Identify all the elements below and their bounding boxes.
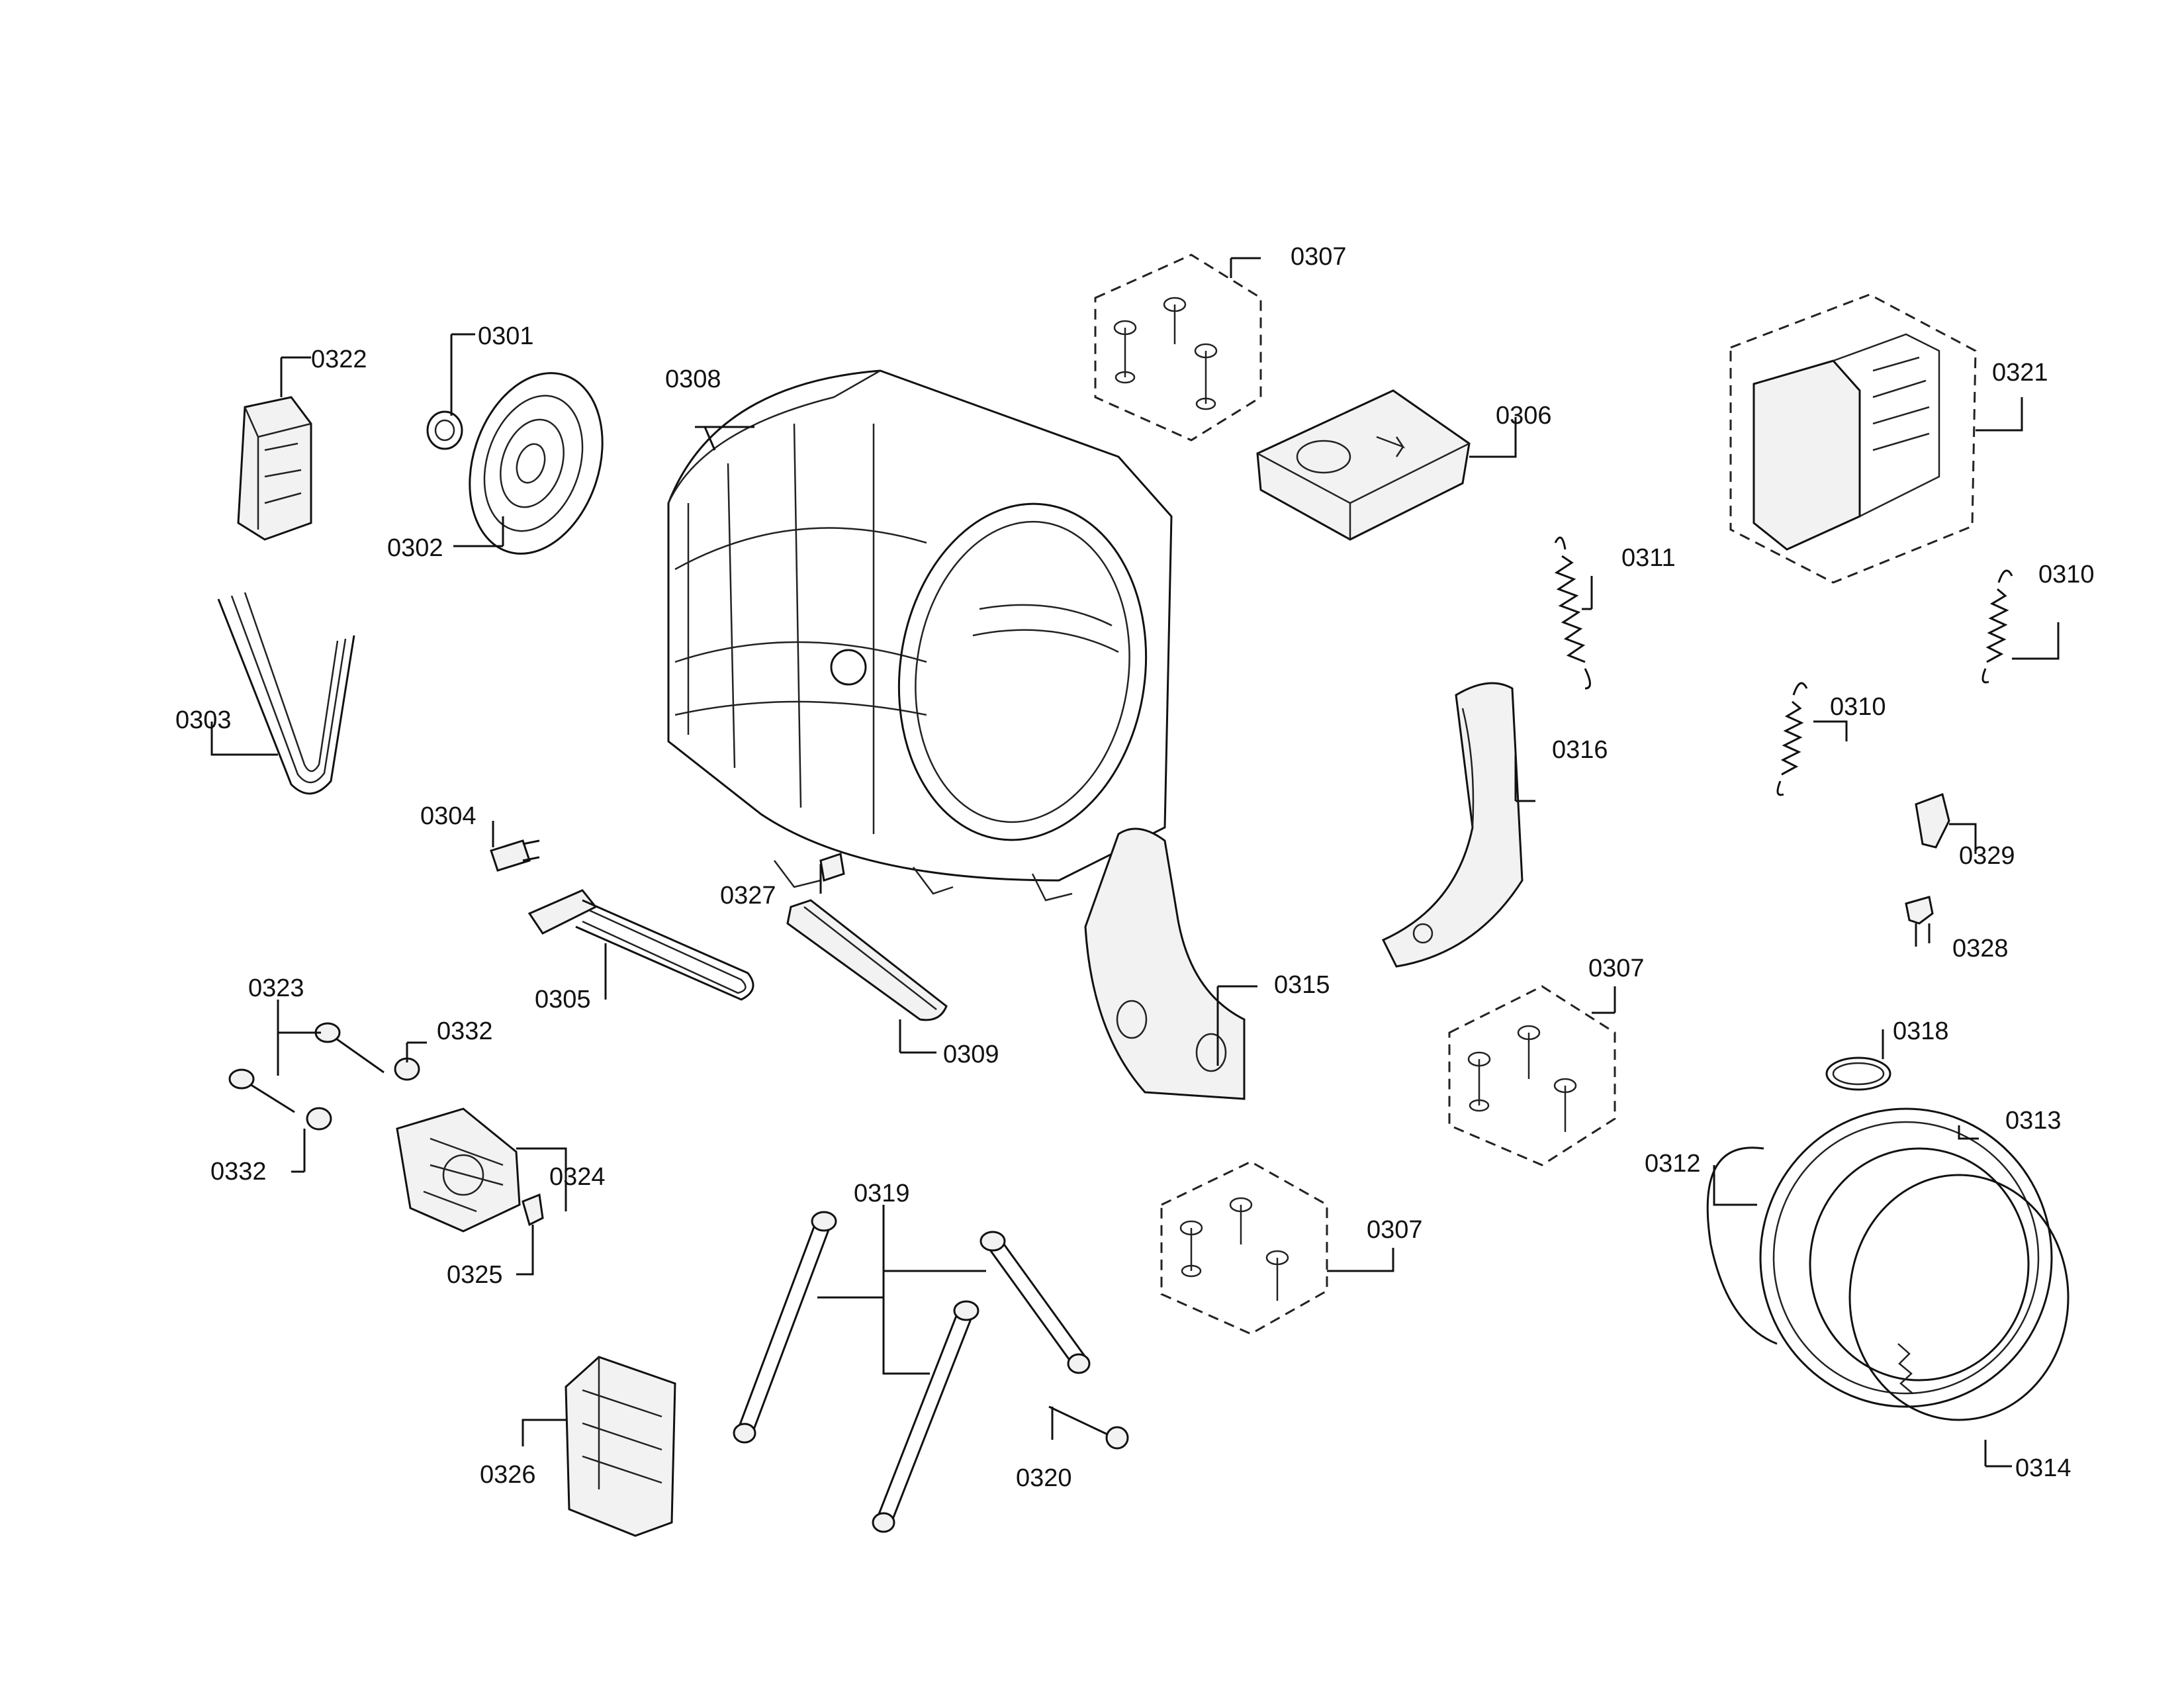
label-0332-lower: 0332 xyxy=(210,1158,267,1186)
label-0310-left: 0310 xyxy=(1830,693,1886,721)
label-0322: 0322 xyxy=(311,346,367,373)
part-0314-clamp-ring xyxy=(1848,1174,2070,1421)
part-0310-spring-right xyxy=(1981,569,2013,684)
part-0306-cover xyxy=(1256,389,1471,541)
part-0311-spring xyxy=(1554,536,1591,690)
label-0321: 0321 xyxy=(1992,359,2048,387)
label-0306: 0306 xyxy=(1496,402,1552,430)
label-0309: 0309 xyxy=(943,1041,999,1068)
label-0307-upper: 0307 xyxy=(1291,243,1347,271)
leader-lines xyxy=(210,257,2060,1468)
label-0304: 0304 xyxy=(420,802,477,830)
part-0304-sensor xyxy=(490,839,540,872)
label-0327: 0327 xyxy=(720,882,776,910)
label-0332-upper: 0332 xyxy=(437,1017,493,1045)
part-0325-clip xyxy=(522,1193,544,1227)
label-0326: 0326 xyxy=(480,1461,536,1489)
part-0307-hardware-upper xyxy=(1094,254,1262,442)
label-0315: 0315 xyxy=(1274,971,1330,999)
part-0309-vane xyxy=(786,899,948,1021)
label-0307-bottom: 0307 xyxy=(1367,1216,1423,1244)
label-0324: 0324 xyxy=(549,1163,606,1191)
label-0319: 0319 xyxy=(854,1180,910,1207)
part-0320-bolt xyxy=(1048,1405,1129,1450)
part-0319-shock-mid xyxy=(872,1300,979,1533)
part-0326-board xyxy=(565,1356,676,1537)
part-0319-shock-left xyxy=(733,1211,837,1444)
label-0325: 0325 xyxy=(447,1261,503,1289)
part-0329-fitting xyxy=(1915,793,1950,849)
part-labels: 0322 0301 0302 0303 0308 0304 0305 0327 … xyxy=(175,243,2095,1492)
part-0303-belt xyxy=(217,592,355,795)
label-0303: 0303 xyxy=(175,706,232,734)
part-0310-spring-left xyxy=(1776,682,1808,796)
label-0307-right: 0307 xyxy=(1588,955,1645,982)
part-0332-cap-lower xyxy=(306,1107,332,1131)
part-0322-module xyxy=(237,396,312,541)
label-0305: 0305 xyxy=(535,986,591,1013)
part-0319-shock-right xyxy=(979,1231,1091,1374)
label-0314: 0314 xyxy=(2015,1454,2071,1482)
part-0316-weight xyxy=(1381,682,1524,968)
part-0313-bellow xyxy=(1759,1107,2053,1408)
label-0316: 0316 xyxy=(1552,736,1608,764)
label-0302: 0302 xyxy=(387,534,443,562)
label-0312: 0312 xyxy=(1645,1150,1701,1178)
part-0307-hardware-bottom xyxy=(1160,1160,1328,1335)
part-0328-fitting xyxy=(1905,896,1934,947)
label-0328: 0328 xyxy=(1952,935,2009,962)
label-0318: 0318 xyxy=(1893,1017,1949,1045)
label-0320: 0320 xyxy=(1016,1464,1072,1492)
part-0327-clip xyxy=(819,853,845,882)
label-0308: 0308 xyxy=(665,365,721,393)
part-0308-tub xyxy=(667,369,1173,902)
part-0302-pulley xyxy=(469,372,604,555)
part-0321-control-module xyxy=(1729,293,1977,584)
part-0318-clamp xyxy=(1825,1056,1891,1091)
label-0313: 0313 xyxy=(2005,1107,2062,1135)
label-0310-right: 0310 xyxy=(2038,561,2095,588)
part-0305-heater xyxy=(527,889,754,1001)
part-0315-weight xyxy=(1084,827,1246,1100)
label-0311: 0311 xyxy=(1621,544,1676,572)
part-0307-hardware-right xyxy=(1448,985,1616,1166)
label-0323: 0323 xyxy=(248,974,304,1002)
part-0312-seal-wire xyxy=(1706,1147,1778,1345)
label-0301: 0301 xyxy=(478,322,534,350)
part-0301-ring xyxy=(426,410,463,450)
part-0323-screws xyxy=(228,1022,385,1113)
label-0329: 0329 xyxy=(1959,842,2015,870)
part-0324-pump xyxy=(396,1107,521,1233)
